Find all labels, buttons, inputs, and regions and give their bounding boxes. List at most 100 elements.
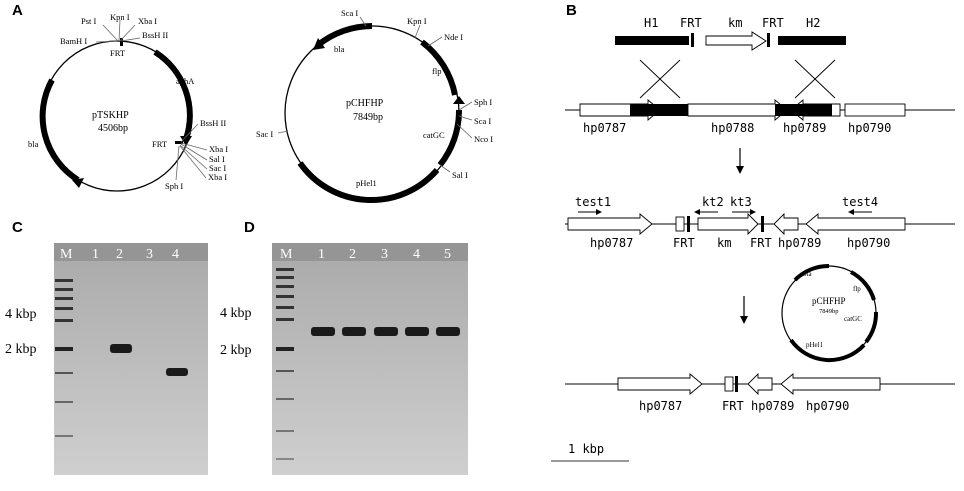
genome-row-1: hp0787 hp0788 hp0789 hp0790 [565,99,955,135]
gel-d-ladder-band [276,370,294,372]
gene-hp0790-r2 [805,213,906,235]
crossover-right-b [794,59,836,99]
gel-c-ladder-band [55,372,73,374]
gene-hp0789-r3 [747,372,773,396]
bla-arc [39,78,80,183]
gel-c-ladder-band [55,288,73,291]
phel1-arc [297,161,440,204]
h1-homology-r1 [630,104,688,116]
gel-c-wells [54,243,208,261]
site-sphi-p1: Sph I [165,181,183,191]
gel-d-ladder-band [276,295,294,298]
site-saci-p1: Sac I [209,163,226,173]
feature-apha: aphA [176,76,195,86]
site-saci-p2: Sac I [256,129,273,139]
primer-test4: test4 [842,195,878,209]
site-ncoi: Nco I [474,134,493,144]
site-sali-p1: Sal I [209,154,225,164]
gel-d-background [272,243,468,475]
gel-c-lane-1: 1 [92,247,99,262]
feature-bla: bla [28,139,39,149]
site-scai-top: Sca I [341,8,358,18]
plasmid-pchfhp: Sca I Kpn I Nde I Sph I Sca I Nco I Sal … [256,8,493,204]
gel-c-lane-2: 2 [116,247,123,262]
site-sali-p2: Sal I [452,170,468,180]
gel-d-lane-m: M [280,247,293,262]
feature-frt-right: FRT [152,139,168,149]
small-bla: bla [803,270,812,278]
panel-label-a: A [12,2,23,19]
gel-d-band-lane5 [436,327,460,336]
site-psti: Pst I [81,16,97,26]
label-hp0790-r3: hp0790 [806,399,849,413]
small-flp-arc [849,270,876,301]
gel-c-ladder-band [55,279,73,282]
gel-c-ladder-band [55,307,73,310]
frt-mark-r2a [687,216,690,232]
gel-c-background [54,243,208,475]
gene-hp0787-r3 [617,373,703,395]
gene-km-r2 [697,212,759,236]
frt-mark-r3 [735,376,738,392]
plasmid1-size: 4506bp [98,123,128,134]
gel-d-wells [272,243,468,261]
frt-mark-c2 [767,33,770,47]
site-xbai-top: Xba I [138,16,157,26]
gel-d: M 1 2 3 4 5 4 kbp 2 kbp [220,243,468,475]
panel-label-b: B [566,2,577,19]
small-phel1: pHel1 [806,341,824,349]
site-bsshii-right: BssH II [200,118,226,128]
gel-d-ladder-band [276,398,294,400]
frt-box-r3 [724,376,734,392]
construct-h2: H2 [806,16,820,30]
gel-c-ladder-band [55,435,73,437]
feature-bla2: bla [334,44,345,54]
gel-d-ladder-band [276,306,294,309]
scale-bar: 1 kbp [551,442,629,462]
gel-d-ladder-band [276,347,294,351]
site-sphi-p2: Sph I [474,97,492,107]
label-frt2-r2: FRT [750,236,772,250]
site-kpni: Kpn I [110,12,130,22]
gel-c-lane-m: M [60,247,73,262]
gel-c: M 1 2 3 4 4 kbp 2 kbp [5,243,208,475]
gel-c-marker-4kbp: 4 kbp [5,307,37,322]
label-frt1-r2: FRT [673,236,695,250]
frt-box-r2 [675,216,685,232]
apha-arrowhead [180,136,192,146]
gel-c-band-lane4 [166,368,188,376]
site-xbai-right2: Xba I [208,172,227,182]
site-ndei: Nde I [444,32,463,42]
gel-d-lane-3: 3 [381,247,388,262]
gel-c-ladder-band [55,319,73,322]
gene-hp0790-r1 [844,103,906,117]
frt-mark-r2b [761,216,764,232]
label-hp0788-r1: hp0788 [711,121,754,135]
primer-kt3: kt3 [730,195,752,209]
gel-c-ladder-band [55,347,73,351]
h1-block [615,36,689,45]
construct-frt1: FRT [680,16,702,30]
plasmid1-name: pTSKHP [92,110,129,121]
crossover-left-b [639,59,681,99]
gel-c-band-lane2 [110,344,132,353]
catgc-arrowhead [453,96,465,104]
site-kpni-p2: Kpn I [407,16,427,26]
small-plasmid-name: pCHFHP [812,296,846,306]
feature-phel1: pHel1 [356,178,377,188]
gene-hp0787-r2 [567,213,653,235]
small-catgc-arc [864,311,879,344]
construct-km: km [728,16,742,30]
small-plasmid-pchfhp: bla flp catGC pHel1 pCHFHP 7849bp [781,263,879,363]
feature-flp: flp [432,66,441,76]
gene-hp0788-r1 [687,99,788,121]
bla2-arrowhead [313,38,325,50]
label-hp0789-r2: hp0789 [778,236,821,250]
scale-bar-label: 1 kbp [568,442,604,456]
plasmid-ptskhp: Pst I Kpn I Xba I BamH I BssH II FRT aph… [28,12,228,192]
km-arrow [705,31,767,51]
plasmid2-name: pCHFHP [346,98,384,109]
label-km-r2: km [717,236,731,250]
feature-frt-top: FRT [110,48,126,58]
primer-test1: test1 [575,195,611,209]
